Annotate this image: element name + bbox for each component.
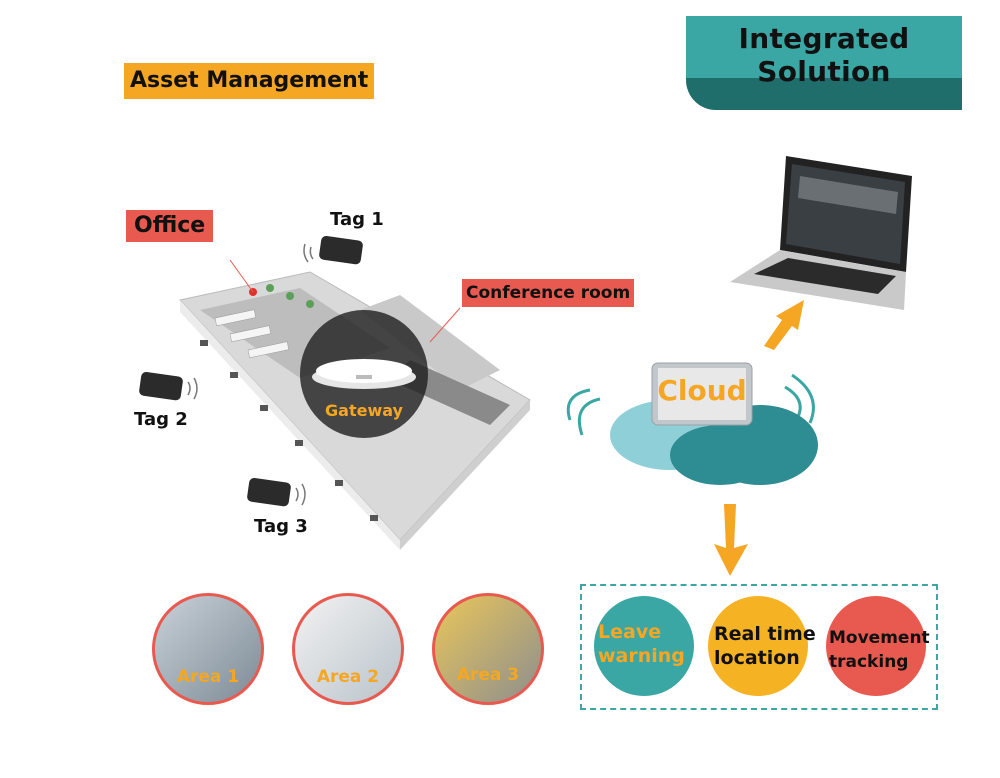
cloud-label: Cloud xyxy=(657,374,747,407)
area-3-label: Area 3 xyxy=(456,665,520,685)
tag-1-device-icon xyxy=(303,235,363,265)
real-time-location-text: Real time location xyxy=(714,623,816,669)
arrow-up-icon xyxy=(764,300,804,350)
gateway-device-icon xyxy=(312,359,416,389)
area-1-photo: Area 1 xyxy=(152,593,264,705)
tag-2-device-icon xyxy=(139,371,198,401)
movement-tracking-text: Movement tracking xyxy=(829,628,930,672)
tag-3-label: Tag 3 xyxy=(254,516,308,537)
integrated-solution-title: Integrated Solution xyxy=(738,22,910,88)
leave-warning-text: Leave warning xyxy=(598,621,685,667)
tag-3-device-icon xyxy=(247,477,306,507)
real-time-location-circle xyxy=(708,596,808,696)
movement-tracking-circle xyxy=(826,596,926,696)
integrated-solution-banner: Integrated Solution xyxy=(686,16,962,110)
features-box xyxy=(580,584,938,710)
tag-1-label: Tag 1 xyxy=(330,209,384,230)
area-2-photo: Area 2 xyxy=(292,593,404,705)
arrow-down-icon xyxy=(714,504,748,576)
area-2-label: Area 2 xyxy=(316,667,380,687)
conference-room-label: Conference room xyxy=(462,279,635,307)
cloud-icon xyxy=(566,362,818,485)
laptop-icon xyxy=(730,156,912,310)
area-3-photo: Area 3 xyxy=(432,593,544,705)
area-1-label: Area 1 xyxy=(176,667,240,687)
gateway-label: Gateway xyxy=(325,401,403,420)
tag-2-label: Tag 2 xyxy=(134,409,188,430)
leave-warning-circle xyxy=(594,596,694,696)
office-label: Office xyxy=(126,210,214,242)
asset-management-title: Asset Management xyxy=(124,63,375,99)
